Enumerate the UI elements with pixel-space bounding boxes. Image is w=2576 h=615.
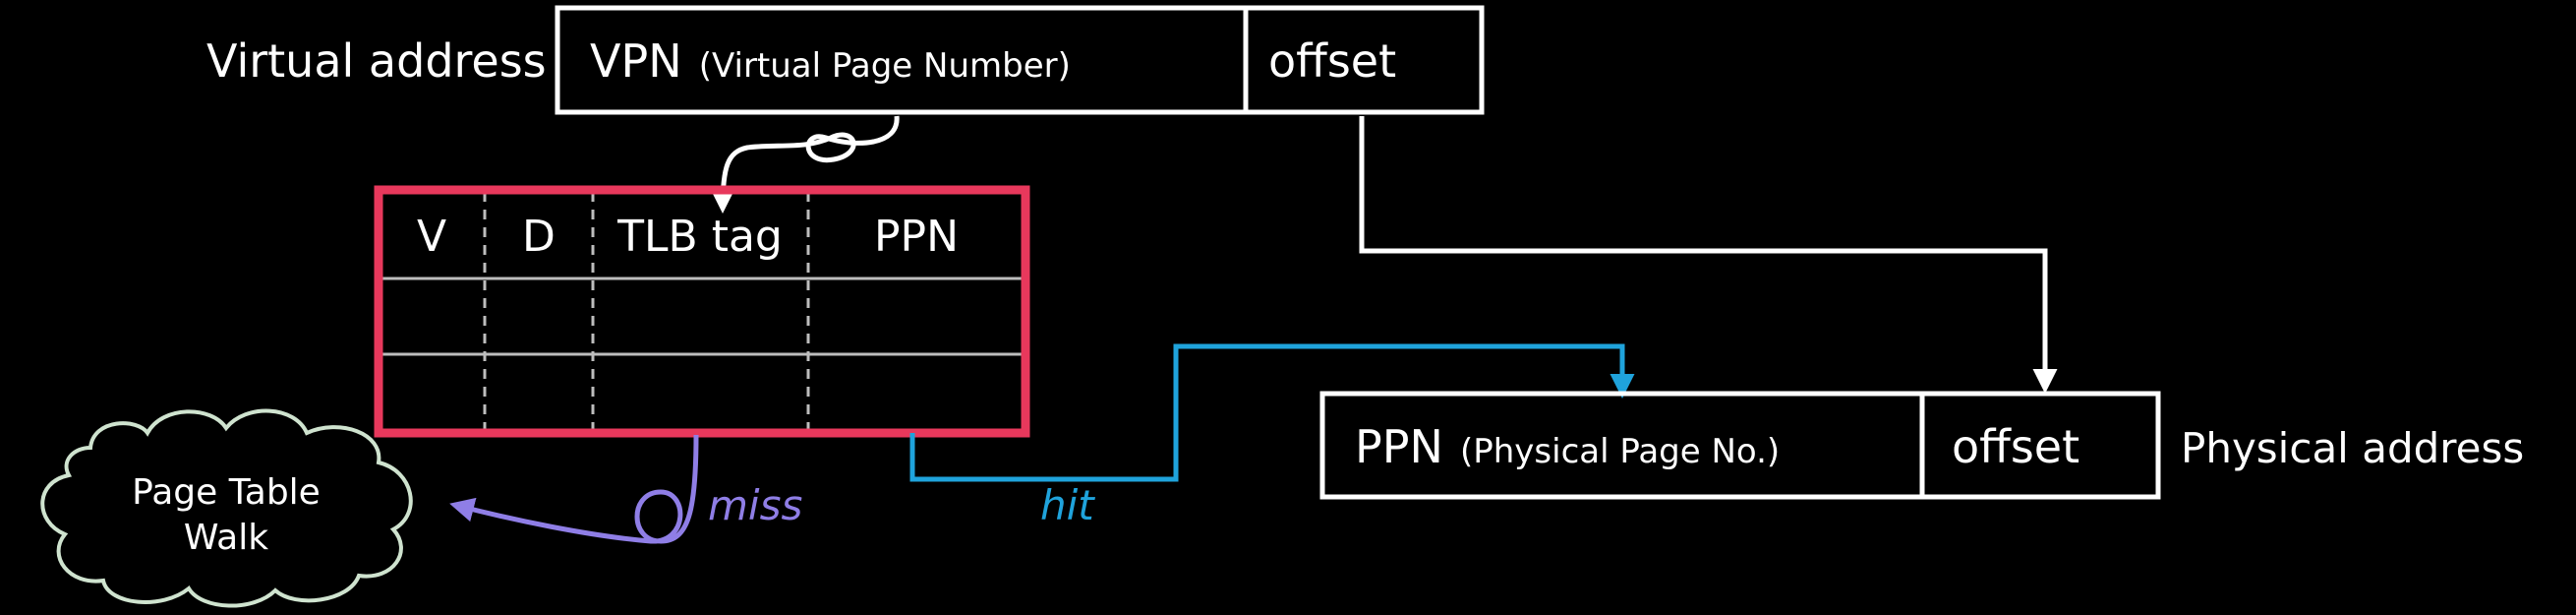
hit-label: hit <box>1040 481 1095 529</box>
miss-label: miss <box>708 481 802 529</box>
ppn-text: PPN (Physical Page No.) <box>1355 420 1780 473</box>
virtual-address-box: VPN (Virtual Page Number) offset <box>555 5 1485 115</box>
tlb-header-v: V <box>417 212 446 262</box>
vpn-text: VPN (Virtual Page Number) <box>590 34 1071 88</box>
ppn-main: PPN <box>1355 420 1443 473</box>
tlb-header-tag: TLB tag <box>616 212 783 262</box>
vpn-to-tag-arrow <box>710 115 900 214</box>
tlb-table: V D TLB tag PPN <box>374 185 1030 438</box>
page-table-walk-cloud <box>40 408 413 608</box>
physical-address-box: PPN (Physical Page No.) offset <box>1319 391 2161 500</box>
miss-arrow <box>449 434 699 544</box>
tlb-header-d: D <box>522 212 556 262</box>
physical-offset-field <box>1919 391 2161 500</box>
ppn-subtitle: (Physical Page No.) <box>1460 432 1780 471</box>
offset-to-physical-arrow <box>1359 116 2058 394</box>
vpn-main: VPN <box>590 34 682 88</box>
virtual-offset-text: offset <box>1268 34 1396 88</box>
vpn-subtitle: (Virtual Page Number) <box>699 46 1071 86</box>
page-table-walk-line2: Walk <box>184 518 268 558</box>
page-table-walk-line1: Page Table <box>132 472 321 513</box>
tlb-border <box>374 185 1030 438</box>
virtual-offset-field <box>1243 5 1485 115</box>
physical-offset-text: offset <box>1952 420 2079 473</box>
hit-arrow <box>909 343 1635 482</box>
tlb-header-ppn: PPN <box>874 212 959 262</box>
virtual-address-label: Virtual address <box>206 34 547 88</box>
physical-address-label: Physical address <box>2181 424 2524 472</box>
